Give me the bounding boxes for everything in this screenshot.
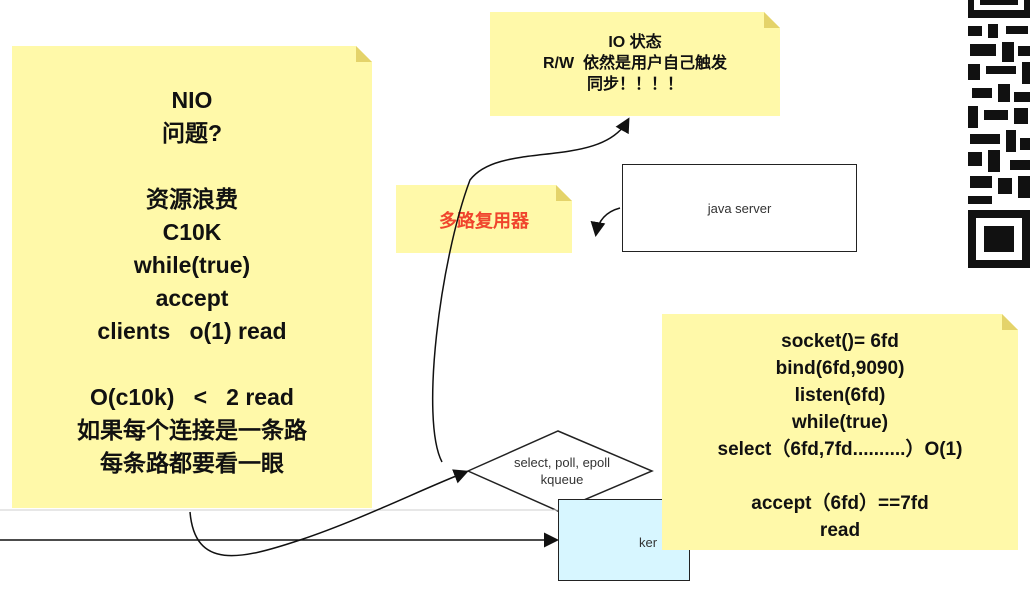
code-line: socket()= 6fd xyxy=(781,331,899,352)
io-line: R/W 依然是用户自己触发 xyxy=(543,55,727,72)
code-line: select（6fd,7fd..........）O(1) xyxy=(717,439,963,460)
select-diamond xyxy=(466,430,654,512)
nio-line: C10K xyxy=(162,219,222,245)
java-server-box: java server xyxy=(622,164,857,252)
io-state-note: IO 状态 R/W 依然是用户自己触发 同步！！！！ xyxy=(490,12,780,116)
nio-line: O(c10k) < 2 read xyxy=(90,384,294,410)
java-server-label: java server xyxy=(707,200,772,216)
nio-line: 如果每个连接是一条路 xyxy=(77,417,307,443)
code-note: socket()= 6fd bind(6fd,9090) listen(6fd)… xyxy=(662,314,1018,550)
multiplexer-note: 多路复用器 xyxy=(396,185,572,253)
code-line: listen(6fd) xyxy=(794,385,886,406)
arrow-select-to-io xyxy=(431,117,630,463)
nio-line: 问题? xyxy=(161,120,223,146)
code-line: bind(6fd,9090) xyxy=(775,358,905,379)
code-line: while(true) xyxy=(791,412,889,433)
select-diamond-label: select, poll, epoll kqueue xyxy=(482,454,642,488)
nio-line: NIO xyxy=(171,87,213,113)
select-label-line: select, poll, epoll xyxy=(513,455,611,470)
arrow-server-to-mux xyxy=(590,207,621,237)
arrow-nio-to-select xyxy=(189,469,469,557)
select-label-line: kqueue xyxy=(540,472,584,487)
io-line: IO 状态 xyxy=(608,34,662,51)
multiplexer-label: 多路复用器 xyxy=(439,211,529,231)
nio-line: accept xyxy=(155,285,229,311)
qr-code-icon xyxy=(968,0,1030,268)
io-line: 同步！！！！ xyxy=(586,76,683,93)
code-line: accept（6fd）==7fd xyxy=(751,493,929,514)
nio-line: clients o(1) read xyxy=(97,318,287,344)
kernel-label: ker xyxy=(639,535,658,550)
qr-code-image xyxy=(966,0,1032,270)
code-line: read xyxy=(819,520,861,541)
nio-line: while(true) xyxy=(133,252,251,278)
nio-line: 资源浪费 xyxy=(146,186,238,212)
code-line xyxy=(662,463,1018,490)
nio-note: NIO 问题? 资源浪费 C10K while(true) accept cli… xyxy=(12,46,372,508)
nio-line: 每条路都要看一眼 xyxy=(100,450,284,476)
